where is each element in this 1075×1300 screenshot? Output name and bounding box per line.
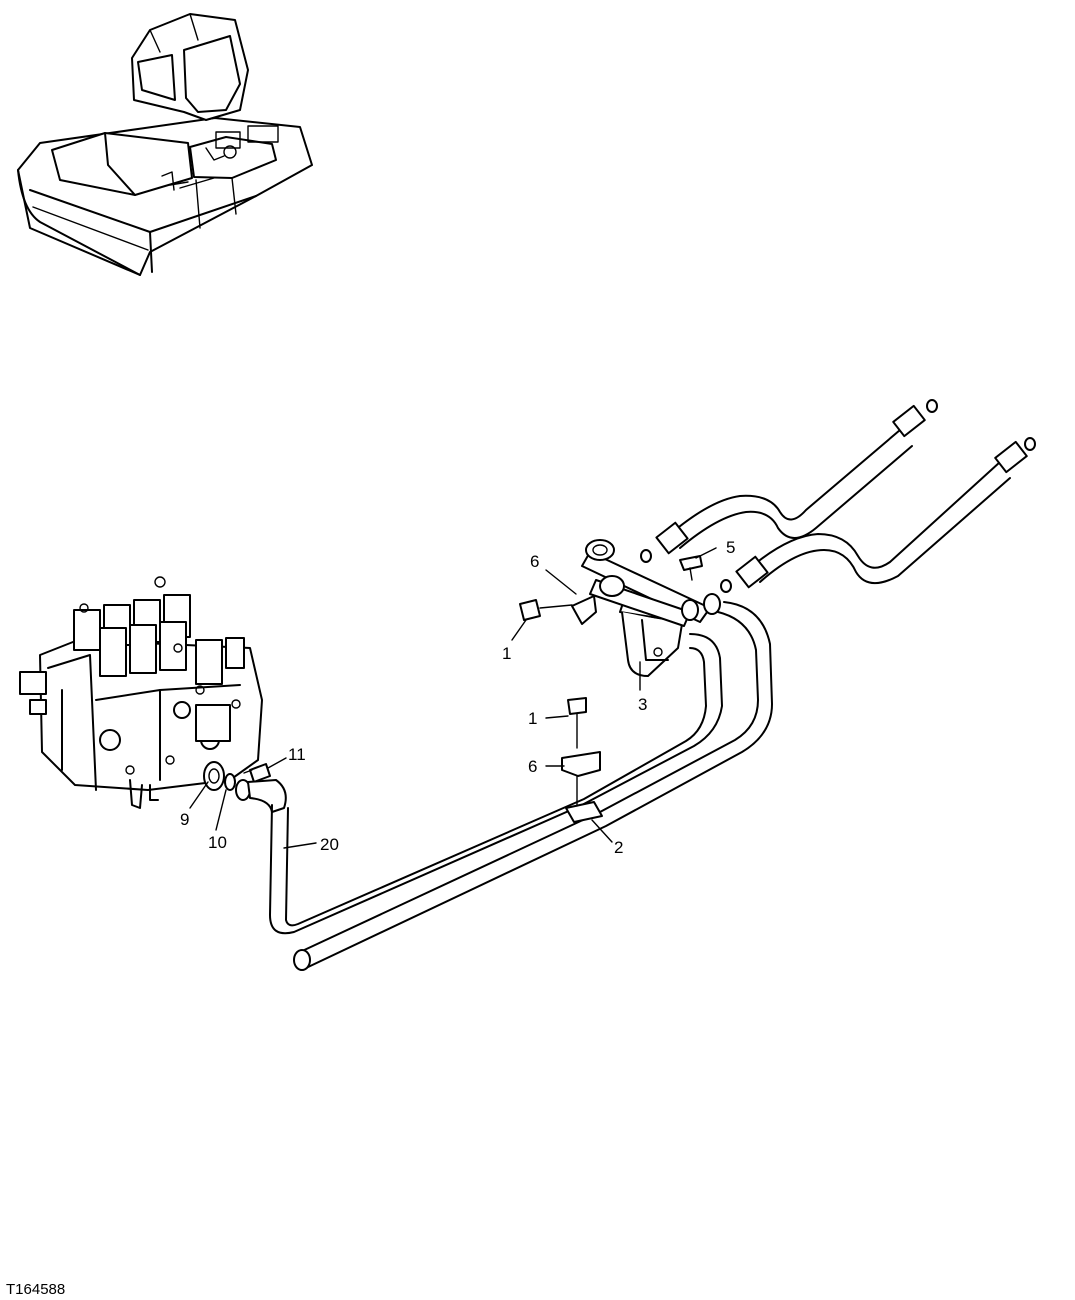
plate-2 [565, 775, 603, 823]
clamp-6-upper [571, 595, 597, 625]
callout-20: 20 [320, 835, 339, 854]
callout-6-upper: 6 [530, 552, 539, 571]
callout-1-lower: 1 [528, 709, 537, 728]
clamp-6-lower [561, 751, 601, 777]
callout-9: 9 [180, 810, 189, 829]
callout-11: 11 [288, 745, 306, 764]
callout-6-lower: 6 [528, 757, 537, 776]
manifold-bracket [581, 539, 721, 677]
bolt-1-upper [519, 599, 573, 621]
figure-id: T164588 [6, 1281, 65, 1298]
callout-5: 5 [726, 538, 735, 557]
bolt-5 [679, 555, 703, 581]
callout-1-upper: 1 [502, 644, 511, 663]
callout-2: 2 [614, 838, 623, 857]
excavator-locator [17, 13, 313, 276]
pipe-assembly [235, 601, 773, 971]
bolt-1-lower [567, 697, 587, 749]
callout-3: 3 [638, 695, 647, 714]
leader-lines [189, 547, 717, 849]
hoses [640, 399, 1036, 593]
callout-10: 10 [208, 833, 227, 852]
control-valve [19, 576, 271, 809]
